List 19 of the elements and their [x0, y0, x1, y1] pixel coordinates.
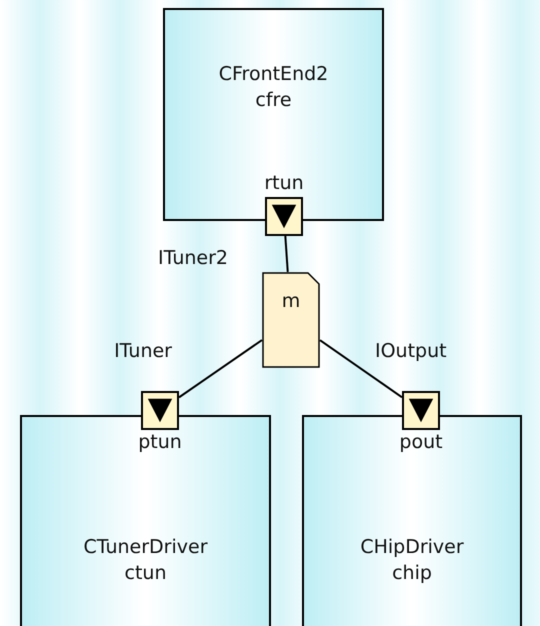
edge-label: ITuner: [114, 340, 172, 362]
class-name: CTunerDriver: [82, 535, 209, 559]
component-box: [163, 8, 384, 221]
component-box: [20, 415, 271, 626]
port-label: rtun: [265, 171, 303, 195]
class-name: CFrontEnd2: [218, 62, 330, 86]
note-text: m: [280, 290, 302, 312]
edge-label: ITuner2: [158, 247, 228, 269]
edge-label: IOutput: [375, 340, 447, 362]
port-label: pout: [402, 430, 440, 454]
port-label: ptun: [141, 430, 179, 454]
connector-line: [319, 339, 403, 398]
instance-name: ctun: [124, 561, 168, 585]
instance-name: cfre: [254, 88, 293, 112]
component-box: [302, 415, 522, 626]
connector-line: [178, 339, 263, 398]
connector-line: [284, 236, 289, 272]
class-name: CHipDriver: [359, 535, 465, 559]
instance-name: chip: [391, 561, 433, 585]
